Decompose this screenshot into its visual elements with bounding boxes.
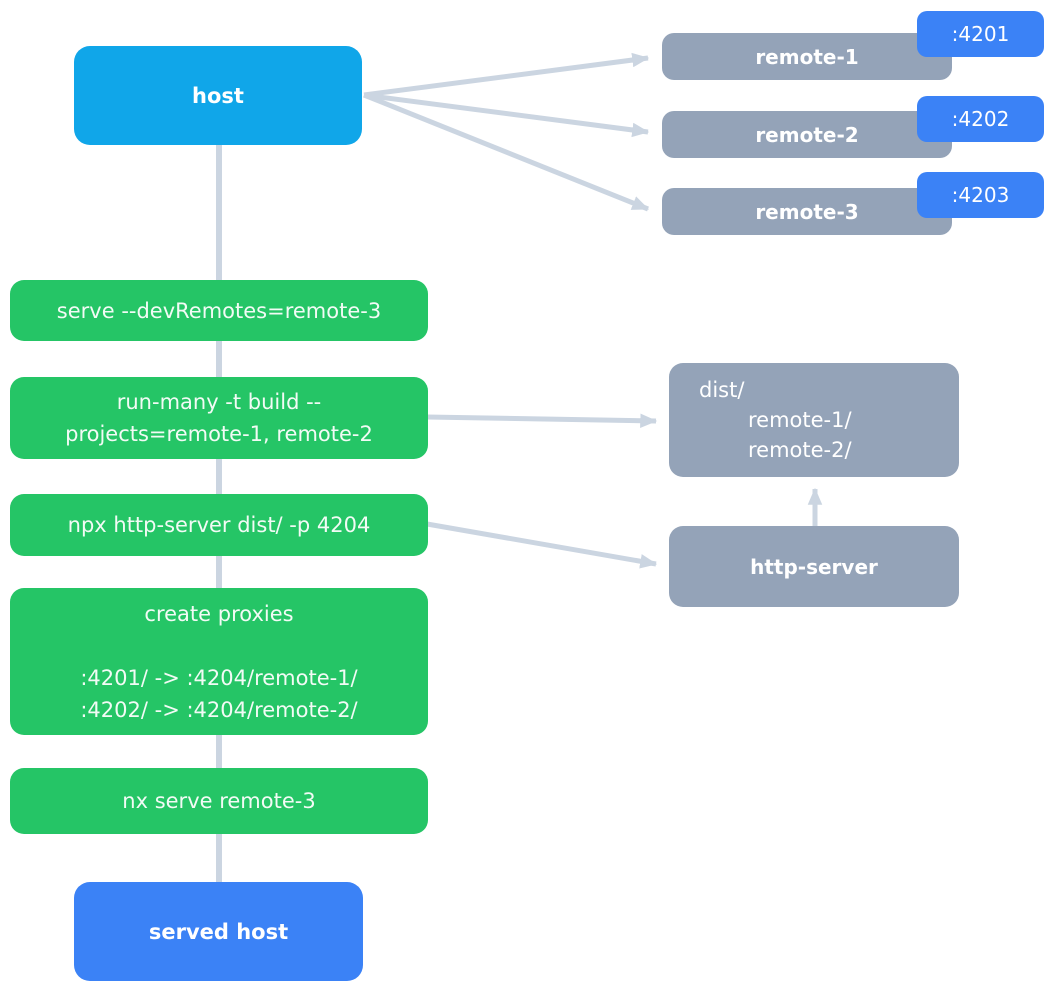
node-remote-2: remote-2 [662, 111, 952, 158]
command-npx-http-server: npx http-server dist/ -p 4204 [10, 494, 428, 556]
command-create-proxies-map-2: :4202/ -> :4204/remote-2/ [80, 697, 358, 722]
port-badge-4203: :4203 [917, 172, 1044, 218]
command-run-many-build: run-many -t build -- projects=remote-1, … [10, 377, 428, 459]
dist-remote-2-line: remote-2/ [748, 438, 852, 462]
command-nx-serve-remote-3-text: nx serve remote-3 [122, 789, 316, 813]
node-remote-3-label: remote-3 [755, 199, 859, 224]
node-host: host [74, 46, 362, 145]
command-serve-devremotes-text: serve --devRemotes=remote-3 [56, 298, 382, 323]
node-served-host: served host [74, 882, 363, 981]
edge-host-remote-3 [363, 92, 650, 212]
command-create-proxies: create proxies :4201/ -> :4204/remote-1/… [10, 588, 428, 735]
node-dist-output: dist/ remote-1/ remote-2/ [669, 363, 959, 477]
port-badge-4203-label: :4203 [951, 183, 1010, 207]
command-create-proxies-title: create proxies [144, 601, 294, 626]
node-remote-1: remote-1 [662, 33, 952, 80]
dist-remote-1-line: remote-1/ [748, 408, 852, 432]
node-remote-2-label: remote-2 [755, 122, 859, 147]
port-badge-4202: :4202 [917, 96, 1044, 142]
edge-runmany-dist [426, 413, 658, 429]
command-npx-http-server-text: npx http-server dist/ -p 4204 [67, 513, 371, 537]
port-badge-4201: :4201 [917, 11, 1044, 57]
edge-host-remote-1 [363, 52, 650, 98]
node-host-label: host [192, 83, 244, 108]
command-serve-devremotes: serve --devRemotes=remote-3 [10, 280, 428, 341]
node-served-host-label: served host [148, 919, 289, 944]
dist-folder-line: dist/ [699, 378, 745, 402]
port-badge-4202-label: :4202 [951, 107, 1010, 131]
port-badge-4201-label: :4201 [951, 22, 1010, 46]
node-http-server-label: http-server [750, 554, 878, 579]
node-http-server: http-server [669, 526, 959, 607]
edge-host-remote-2 [363, 92, 650, 138]
command-create-proxies-map-1: :4201/ -> :4204/remote-1/ [80, 665, 358, 690]
node-remote-1-label: remote-1 [755, 44, 859, 69]
command-nx-serve-remote-3: nx serve remote-3 [10, 768, 428, 834]
command-run-many-line-1: run-many -t build -- [116, 390, 322, 414]
node-remote-3: remote-3 [662, 188, 952, 235]
edge-npx-httpserver [426, 521, 658, 569]
command-run-many-line-2: projects=remote-1, remote-2 [65, 422, 373, 446]
